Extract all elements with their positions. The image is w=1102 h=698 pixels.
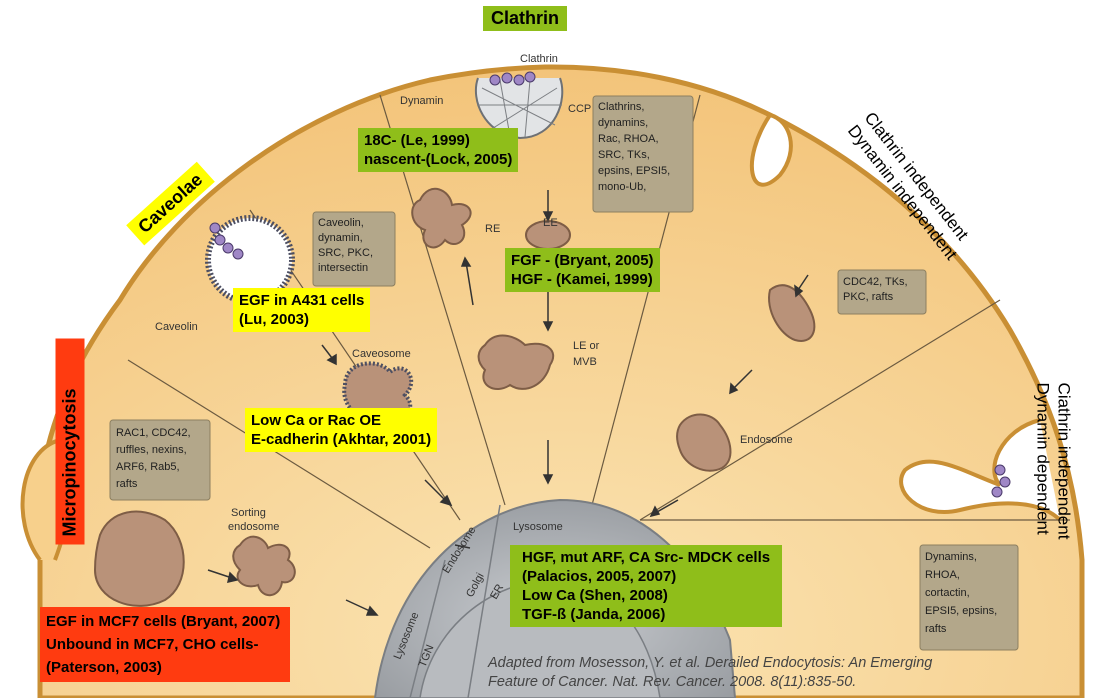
protein-box-line: intersectin — [318, 262, 368, 274]
clathrin-independent-dynamin-dependent-label: Ciathrin independent Dynamin dependent — [1032, 383, 1074, 540]
egf-mcf7-box: EGF in MCF7 cells (Bryant, 2007) Unbound… — [40, 607, 290, 682]
caveolin-label: Caveolin — [155, 321, 198, 333]
fgf-hgf-box: FGF - (Bryant, 2005) HGF - (Kamei, 1999) — [505, 248, 660, 292]
protein-box-line: SRC, TKs, — [598, 149, 650, 161]
endosome-label: Endosome — [740, 434, 793, 446]
clathrin-title: Clathrin — [483, 6, 567, 31]
caveosome-label: Caveosome — [352, 348, 411, 360]
protein-box-line: rafts — [925, 623, 947, 635]
protein-box-line: CDC42, TKs, — [843, 276, 908, 288]
sorting-label-1: Sorting — [231, 507, 266, 519]
late-endosome — [479, 336, 554, 389]
protein-box-line: dynamins, — [598, 117, 648, 129]
protein-box-line: cortactin, — [925, 587, 970, 599]
hgf-mdck-box: HGF, mut ARF, CA Src- MDCK cells (Palaci… — [510, 545, 782, 627]
protein-box-line: Clathrins, — [598, 101, 644, 113]
protein-box-line: PKC, rafts — [843, 291, 894, 303]
protein-box-line: dynamin, — [318, 232, 363, 244]
macro-vesicle — [95, 512, 184, 606]
ccp-label: CCP — [568, 103, 591, 115]
clathrin-18c-box: 18C- (Le, 1999) nascent-(Lock, 2005) — [358, 128, 518, 172]
protein-box-line: EPSI5, epsins, — [925, 605, 997, 617]
le-mvb-label-1: LE or — [573, 340, 600, 352]
protein-box-line: epsins, EPSI5, — [598, 165, 670, 177]
egf-a431-box: EGF in A431 cells (Lu, 2003) — [233, 288, 370, 332]
protein-box-line: RAC1, CDC42, — [116, 427, 191, 439]
dynamin-label: Dynamin — [400, 95, 443, 107]
micropinocytosis-title: Micropinocytosis — [56, 339, 85, 545]
protein-box-line: ruffles, nexins, — [116, 444, 187, 456]
protein-box-line: Rac, RHOA, — [598, 133, 659, 145]
protein-box-line: mono-Ub, — [598, 181, 646, 193]
protein-box-line: ARF6, Rab5, — [116, 461, 180, 473]
source-citation: Adapted from Mosesson, Y. et al. Deraile… — [488, 654, 932, 692]
protein-box-line: RHOA, — [925, 569, 960, 581]
protein-box-line: Dynamins, — [925, 551, 977, 563]
low-ca-box: Low Ca or Rac OE E-cadherin (Akhtar, 200… — [245, 408, 437, 452]
protein-box-line: Caveolin, — [318, 217, 364, 229]
sorting-label-2: endosome — [228, 521, 279, 533]
clathrin-small-label: Clathrin — [520, 53, 558, 65]
lysosome-center-label: Lysosome — [513, 521, 563, 533]
protein-box-line: rafts — [116, 478, 138, 490]
ee-label: EE — [543, 217, 558, 229]
re-label: RE — [485, 223, 500, 235]
protein-box-line: SRC, PKC, — [318, 247, 373, 259]
le-mvb-label-2: MVB — [573, 356, 597, 368]
